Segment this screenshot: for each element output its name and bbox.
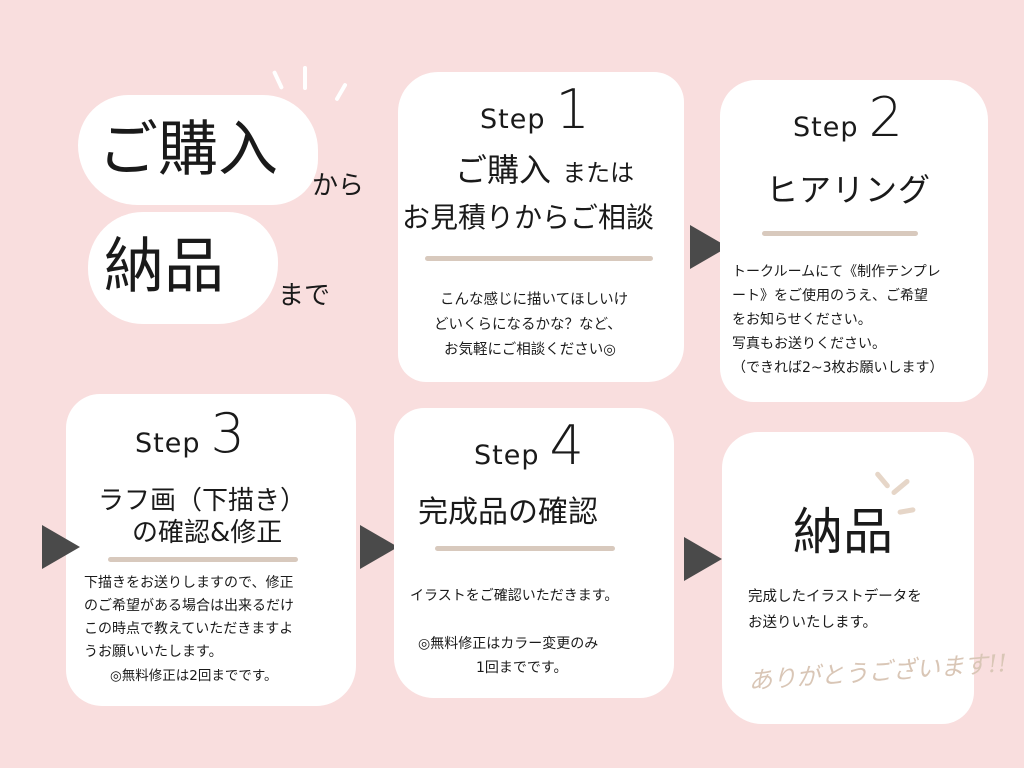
step4-note: ◎無料修正はカラー変更のみ 1回までです。 (418, 636, 599, 676)
arrow-icon (360, 525, 398, 569)
title-line2-big: 納品 (104, 232, 224, 302)
step2-divider (762, 231, 918, 236)
step1-card (398, 72, 684, 382)
step3-description: 下描きをお送りしますので、修正 のご希望がある場合は出来るだけ この時点で教えて… (84, 575, 294, 660)
step3-heading-line2: の確認&修正 (132, 518, 283, 548)
step1-divider (425, 256, 653, 261)
title-line1-small: から (312, 171, 365, 201)
step4-heading: 完成品の確認 (418, 495, 598, 530)
step1-heading: ご購入 または (455, 151, 635, 189)
arrow-icon (684, 537, 722, 581)
step3-note: ◎無料修正は2回までです。 (110, 668, 278, 684)
step2-card (720, 80, 988, 402)
step4-card (394, 408, 674, 698)
step2-description: トークルームにて《制作テンプレ ート》をご使用のうえ、ご希望 をお知らせください… (732, 264, 944, 376)
step4-description: イラストをご確認いただきます。 (410, 588, 619, 604)
title-blob-2 (88, 212, 278, 324)
step1-heading-line2: お見積りからご相談 (402, 201, 655, 234)
final-description: 完成したイラストデータを お送りいたします。 (748, 589, 922, 631)
step1-description: こんな感じに描いてほしいけ どいくらになるかな？など、 お気軽にご相談ください◎ (434, 292, 629, 358)
final-heading: 納品 (793, 503, 893, 561)
arrow-icon (42, 525, 80, 569)
step3-card (66, 394, 356, 706)
final-card (722, 432, 974, 724)
step3-divider (108, 557, 298, 562)
step2-heading: ヒアリング (766, 171, 932, 209)
sparkle-decoration (303, 66, 307, 90)
step4-divider (435, 546, 615, 551)
sparkle-decoration (334, 82, 348, 102)
title-blob-1 (78, 95, 318, 205)
title-line1-big: ご購入 (98, 115, 278, 185)
sparkle-decoration (271, 70, 285, 90)
title-line2-small: まで (278, 281, 331, 311)
step3-heading-line1: ラフ画（下描き） (98, 486, 307, 516)
